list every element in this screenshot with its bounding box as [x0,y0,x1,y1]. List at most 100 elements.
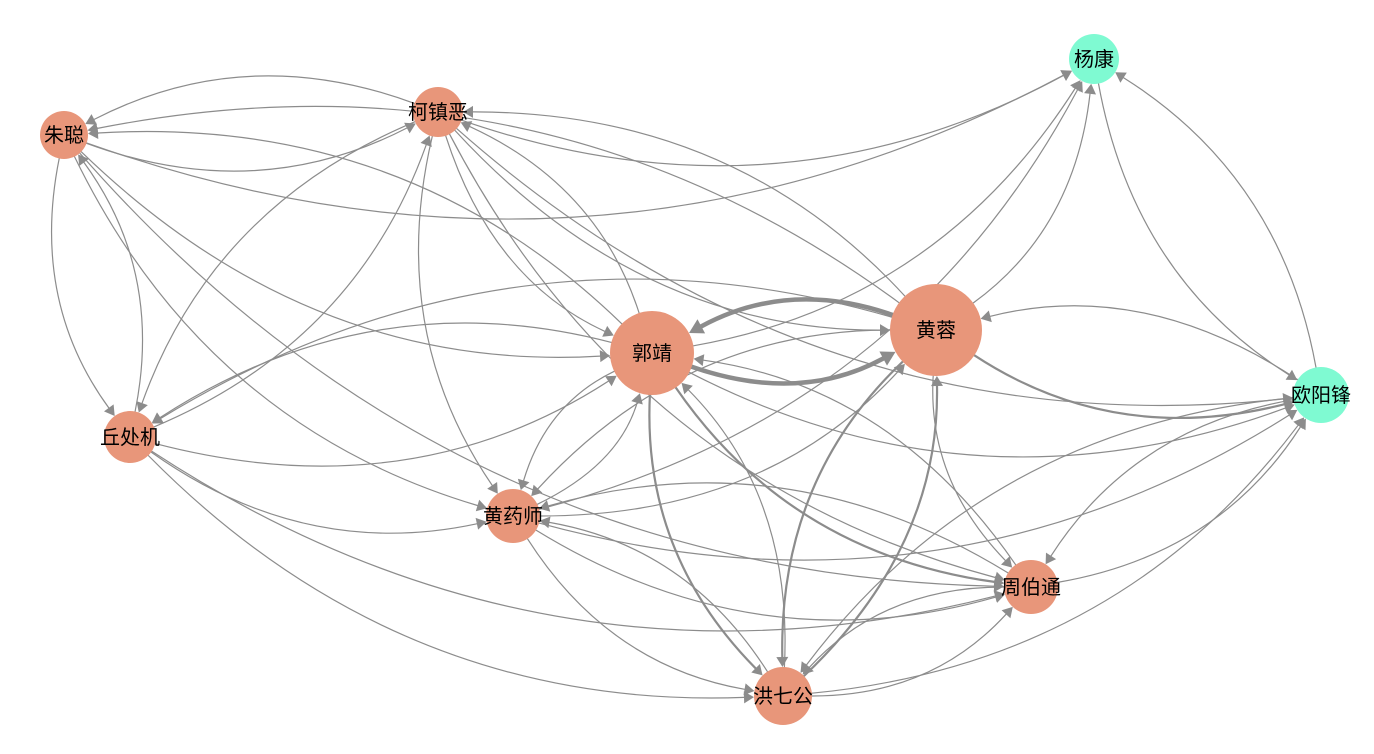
node-kezhene[interactable]: 柯镇恶 [408,87,468,137]
edge-qiuchuji-to-kezhene [153,144,427,428]
node-circle [1069,34,1119,84]
node-yangkang[interactable]: 杨康 [1069,34,1119,84]
edge-ouyangfeng-to-hongqigong [805,397,1294,666]
edge-huangrong-to-guojing [699,297,895,329]
arrowhead-zhucong-to-yangkang [1060,70,1072,81]
edge-huangyaoshi-to-hongqigong [526,538,746,690]
arrowhead-huangrong-to-qiuchuji [152,413,164,424]
node-label: 郭靖 [632,341,672,365]
edge-huangrong-to-qiuchuji [160,278,893,419]
node-circle [610,311,694,395]
node-circle [1004,560,1058,614]
node-circle [1293,367,1349,423]
edge-zhucong-to-guojing [80,151,601,358]
edge-kezhene-to-huangyaoshi [417,135,493,486]
edge-hongqigong-to-guojing [687,389,786,668]
arrowhead-hongqigong-to-guojing [681,382,693,395]
arrowhead-ouyangfeng-to-huangrong [980,310,992,323]
node-label: 黄药师 [483,504,543,528]
arrowhead-kezhene-to-ouyangfeng [1282,393,1294,405]
edge-huangyaoshi-to-ouyangfeng [538,414,1290,561]
node-ouyangfeng[interactable]: 欧阳锋 [1291,367,1351,423]
arrowhead-zhucong-to-qiuchuji [104,404,115,416]
arrowhead-hongqigong-to-ouyangfeng [1293,417,1305,429]
edge-guojing-to-huangrong [689,356,886,386]
arrowhead-zhoubotong-to-guojing [693,354,705,367]
arrowhead-huangyaoshi-to-hongqigong [743,683,755,696]
node-huangyaoshi[interactable]: 黄药师 [483,489,543,543]
arrowhead-kezhene-to-zhoubotong [993,571,1005,584]
edge-zhucong-to-zhoubotong [79,152,995,587]
node-label: 丘处机 [100,425,160,449]
node-qiuchuji[interactable]: 丘处机 [100,411,160,463]
edge-qiuchuji-to-guojing [154,380,609,467]
node-label: 黄蓉 [916,318,956,342]
node-circle [486,489,540,543]
arrowhead-huangrong-to-zhoubotong [1001,556,1013,568]
node-circle [40,111,88,159]
arrowhead-huangrong-to-yangkang [1084,83,1096,95]
edge-yangkang-to-ouyangfeng [1097,83,1290,376]
arrowhead-kezhene-to-zhucong [85,114,97,125]
edge-huangrong-to-kezhene [472,111,906,297]
arrowhead-zhucong-to-guojing [599,350,611,363]
edge-huangrong-to-ouyangfeng [973,354,1286,420]
edge-hongqigong-to-ouyangfeng [811,424,1299,694]
arrowhead-qiuchuji-to-guojing [605,375,617,387]
edge-huangyaoshi-to-yangkang [538,89,1079,510]
edge-kezhene-to-zhucong [93,75,416,120]
edge-huangrong-to-hongqigong [781,360,904,659]
edge-zhoubotong-to-ouyangfeng [1057,426,1301,583]
edge-hongqigong-to-huangrong [802,384,939,678]
node-circle [413,87,463,137]
arrowhead-qiuchuji-to-zhucong [78,154,89,166]
arrowhead-ouyangfeng-to-zhoubotong [1045,552,1057,565]
node-guojing[interactable]: 郭靖 [610,311,694,395]
edge-ouyangfeng-to-huangrong [989,305,1299,381]
edge-qiuchuji-to-hongqigong [147,454,745,699]
arrowhead-huangrong-to-kezhene [463,105,473,118]
arrowhead-zhucong-to-huangyaoshi [475,499,488,512]
edge-kezhene-to-huangrong [454,129,881,331]
edge-huangrong-to-huangyaoshi [537,329,891,490]
arrowhead-kezhene-to-guojing [602,325,614,337]
edge-zhoubotong-to-guojing [702,359,1017,566]
node-circle [104,411,156,463]
arrowhead-guojing-to-huangrong [879,351,896,366]
arrowhead-ouyangfeng-to-hongqigong [800,661,812,673]
edge-zhoubotong-to-hongqigong [808,586,1005,668]
arrowhead-huangyaoshi-to-zhoubotong [993,591,1005,603]
node-circle [754,667,812,725]
edges-layer [51,70,1317,704]
edge-guojing-to-kezhene [469,126,640,314]
edge-huangyaoshi-to-guojing [536,402,638,505]
node-zhoubotong[interactable]: 周伯通 [1001,560,1061,614]
node-huangrong[interactable]: 黄蓉 [890,284,982,376]
arrowhead-kezhene-to-qiuchuji [136,401,148,413]
edge-qiuchuji-to-zhoubotong [151,450,996,632]
edge-guojing-to-yangkang [692,87,1076,347]
arrowhead-guojing-to-huangyaoshi [517,478,530,491]
edge-qiuchuji-to-huangyaoshi [150,451,478,534]
node-label: 周伯通 [1001,575,1061,599]
edge-huangrong-to-zhucong [96,105,900,304]
edge-guojing-to-zhucong [97,130,623,325]
arrowhead-huangyaoshi-to-ouyangfeng [1285,409,1298,421]
node-label: 欧阳锋 [1291,383,1351,407]
edge-kezhene-to-yangkang [461,75,1064,167]
edge-huangrong-to-zhoubotong [932,375,1006,561]
edge-kezhene-to-zhoubotong [449,133,996,579]
edge-guojing-to-hongqigong [648,393,757,670]
node-zhucong[interactable]: 朱聪 [40,111,88,159]
edge-guojing-to-ouyangfeng [688,371,1286,458]
node-hongqigong[interactable]: 洪七公 [753,667,813,725]
edge-kezhene-to-guojing [445,135,606,332]
arrowhead-kezhene-to-huangyaoshi [487,482,498,494]
edge-ouyangfeng-to-yangkang [1123,77,1317,369]
arrowhead-huangrong-to-guojing [689,319,706,334]
edge-huangyaoshi-to-zhoubotong [535,529,996,621]
edge-guojing-to-huangyaoshi [523,370,615,482]
edge-zhucong-to-kezhene [85,127,408,172]
edge-kezhene-to-ouyangfeng [456,128,1284,407]
node-label: 柯镇恶 [408,100,468,124]
